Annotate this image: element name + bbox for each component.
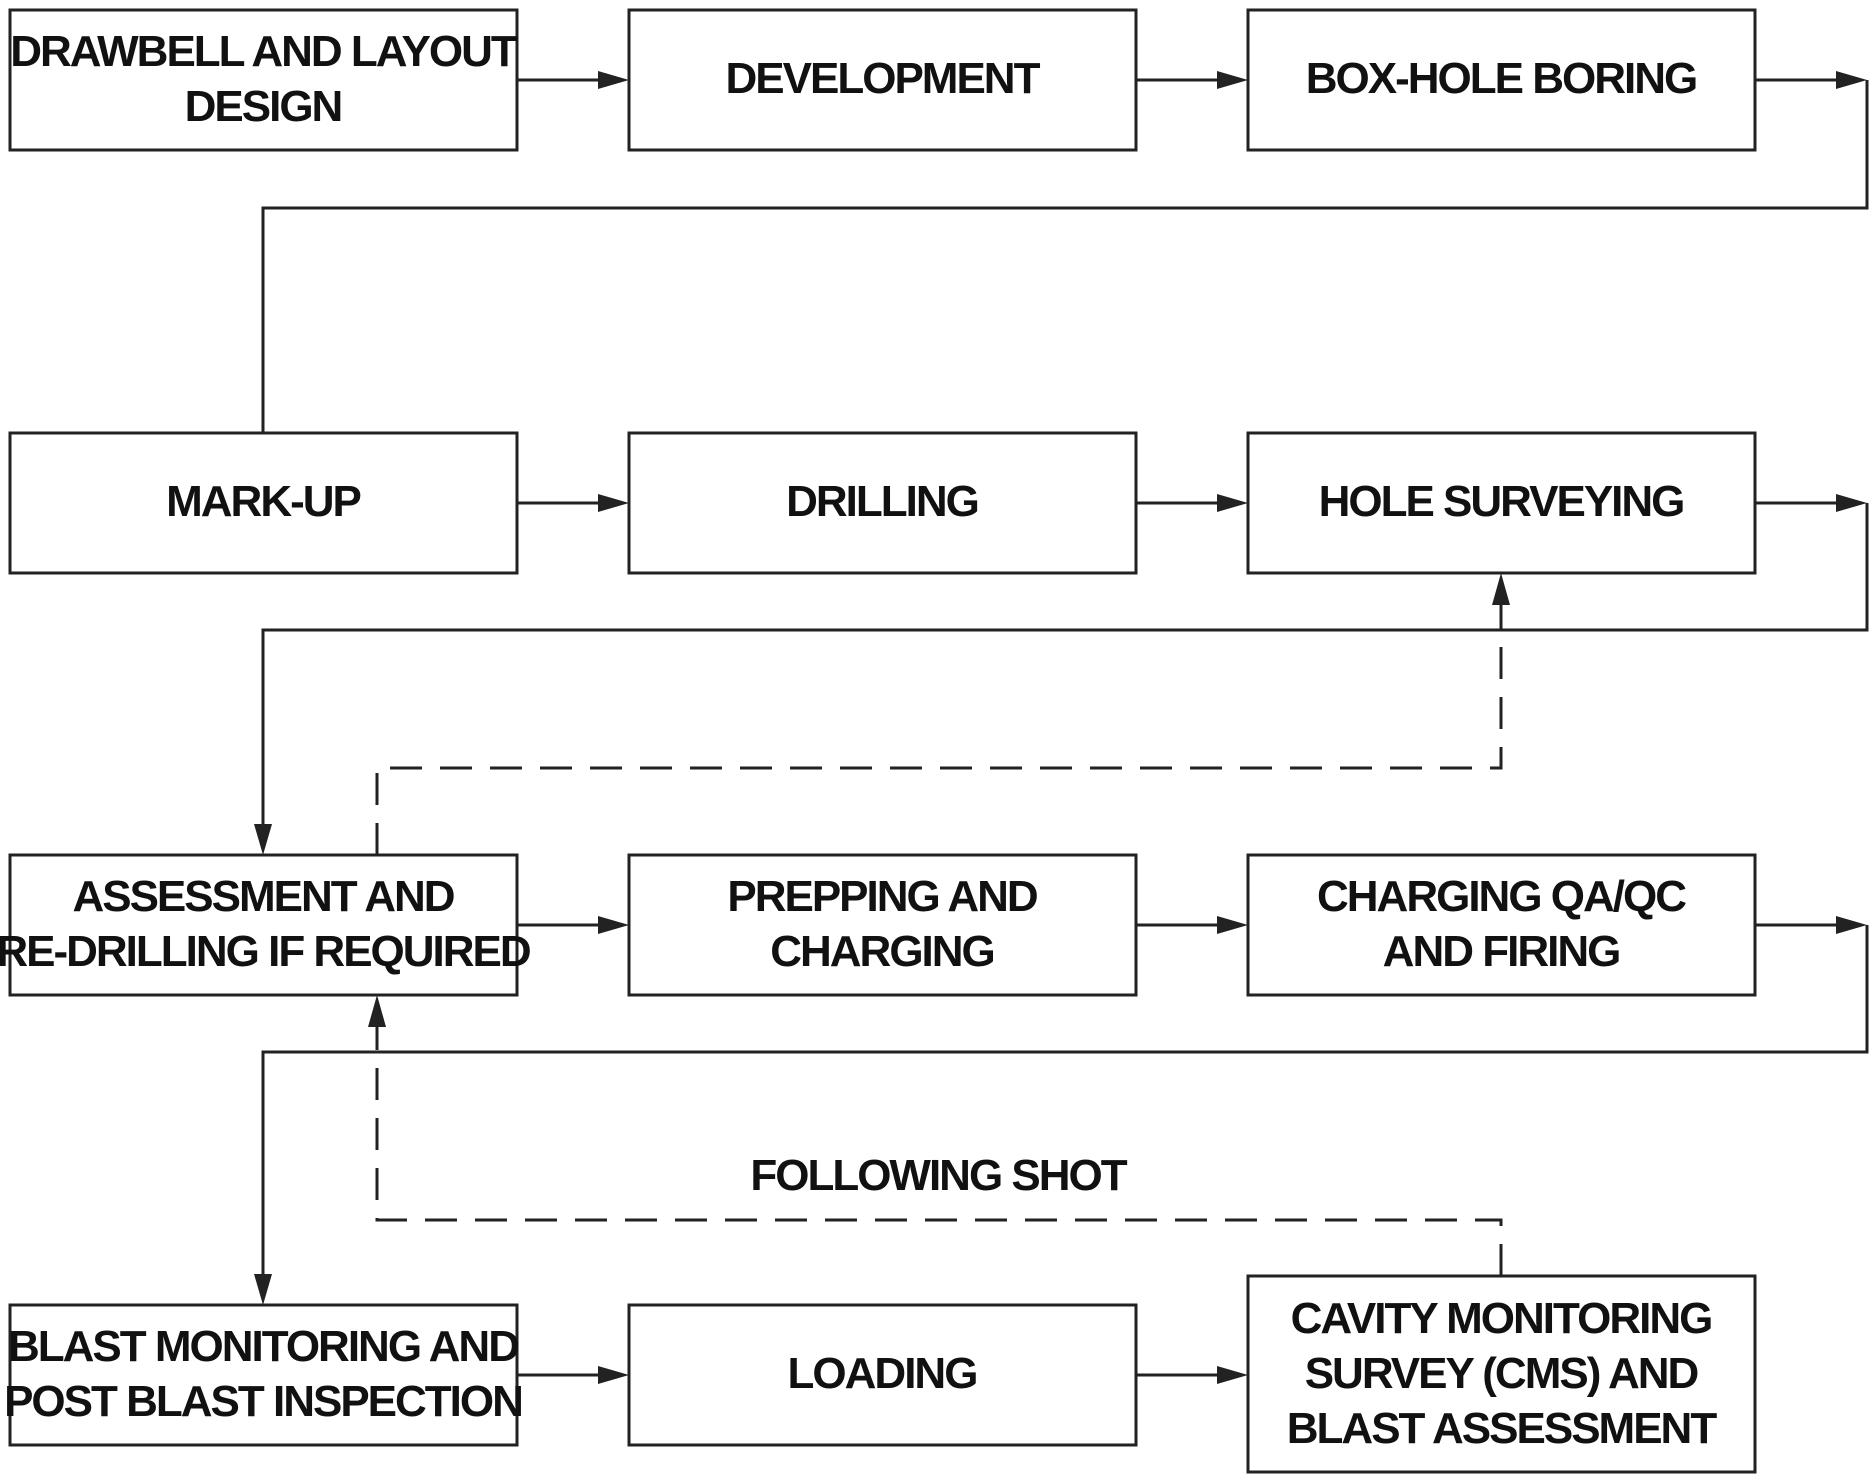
box-label-line: DEVELOPMENT — [726, 54, 1041, 103]
box-label-line: BOX-HOLE BORING — [1306, 54, 1696, 103]
box-charging-qaqc-firing: CHARGING QA/QC AND FIRING — [1246, 853, 1757, 997]
box-label-line: CHARGING QA/QC — [1317, 872, 1686, 921]
arrow-assessment-to-prepping — [517, 916, 629, 934]
box-label-line: SURVEY (CMS) AND — [1305, 1349, 1698, 1398]
box-label-line: BLAST MONITORING AND — [8, 1322, 518, 1371]
box-label-line: DRAWBELL AND LAYOUT — [10, 27, 518, 76]
box-label-line: RE-DRILLING IF REQUIRED — [0, 927, 530, 976]
arrow-loading-to-cavity — [1136, 1366, 1248, 1384]
arrow-drawbell-to-development — [517, 71, 629, 89]
box-cavity-monitoring: CAVITY MONITORING SURVEY (CMS) AND BLAST… — [1246, 1274, 1757, 1474]
connector-charging-to-blast — [254, 916, 1869, 1305]
arrow-prepping-to-charging — [1136, 916, 1248, 934]
box-label-line: CHARGING — [770, 927, 994, 976]
box-label-line: AND FIRING — [1383, 927, 1620, 976]
arrow-development-to-boring — [1136, 71, 1248, 89]
connector-surveying-to-assessment — [254, 494, 1869, 855]
arrow-drilling-to-surveying — [1136, 494, 1248, 512]
box-label-line: DESIGN — [185, 82, 342, 131]
arrow-markup-to-drilling — [517, 494, 629, 512]
box-development: DEVELOPMENT — [627, 8, 1138, 152]
box-label-line: ASSESSMENT AND — [72, 872, 453, 921]
box-label-line: CAVITY MONITORING — [1291, 1294, 1712, 1343]
box-loading: LOADING — [627, 1303, 1138, 1447]
box-label-line: LOADING — [788, 1349, 977, 1398]
box-box-hole-boring: BOX-HOLE BORING — [1246, 8, 1757, 152]
dashed-loop-assessment-to-surveying — [375, 573, 1510, 855]
box-hole-surveying: HOLE SURVEYING — [1246, 431, 1757, 575]
connector-boring-to-markup — [261, 71, 1869, 433]
following-shot-label: FOLLOWING SHOT — [750, 1151, 1127, 1200]
box-label-line: MARK-UP — [166, 477, 360, 526]
arrow-blast-to-loading — [517, 1366, 629, 1384]
box-label-line: PREPPING AND — [727, 872, 1037, 921]
box-label-line: POST BLAST INSPECTION — [4, 1377, 522, 1426]
box-drilling: DRILLING — [627, 431, 1138, 575]
box-label-line: HOLE SURVEYING — [1319, 477, 1684, 526]
box-mark-up: MARK-UP — [8, 431, 519, 575]
dashed-loop-following-shot — [368, 995, 1503, 1276]
box-label-line: DRILLING — [786, 477, 978, 526]
box-blast-monitoring: BLAST MONITORING AND POST BLAST INSPECTI… — [4, 1303, 524, 1447]
box-prepping-charging: PREPPING AND CHARGING — [627, 853, 1138, 997]
box-assessment-redrilling: ASSESSMENT AND RE-DRILLING IF REQUIRED — [0, 853, 532, 997]
box-drawbell-design: DRAWBELL AND LAYOUT DESIGN — [8, 8, 520, 152]
box-label-line: BLAST ASSESSMENT — [1287, 1404, 1718, 1453]
